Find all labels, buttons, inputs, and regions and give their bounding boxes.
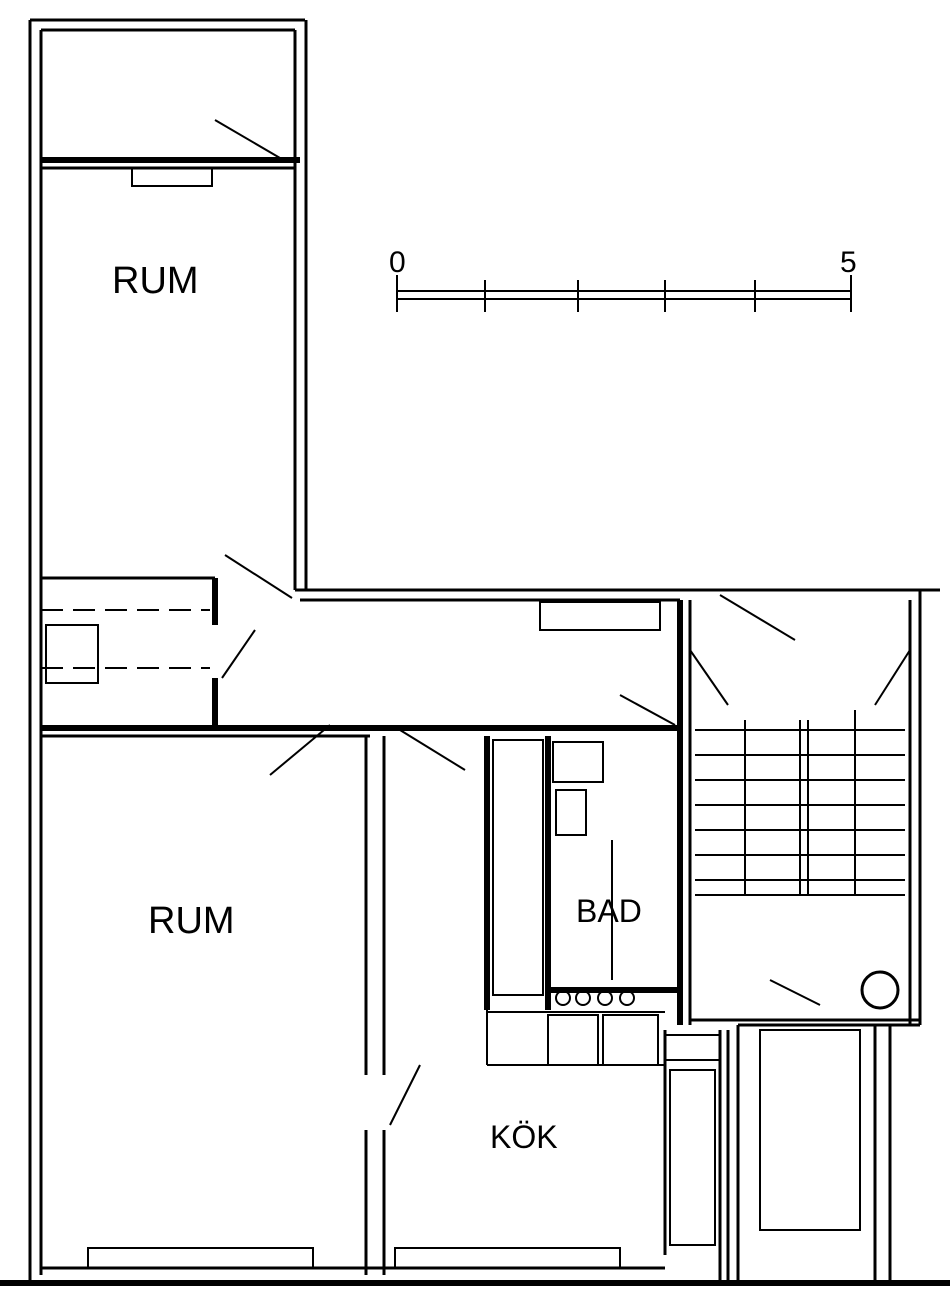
scale-bar: 0 5 <box>389 246 857 312</box>
room-label-bad: BAD <box>576 893 642 929</box>
scale-end-label: 5 <box>840 246 857 279</box>
room-label-upper-rum: RUM <box>112 260 199 302</box>
walls <box>0 18 950 1286</box>
scale-start-label: 0 <box>389 246 406 279</box>
room-label-lower-rum: RUM <box>148 900 235 942</box>
stair-treads <box>695 710 905 896</box>
room-label-kok: KÖK <box>490 1119 558 1155</box>
